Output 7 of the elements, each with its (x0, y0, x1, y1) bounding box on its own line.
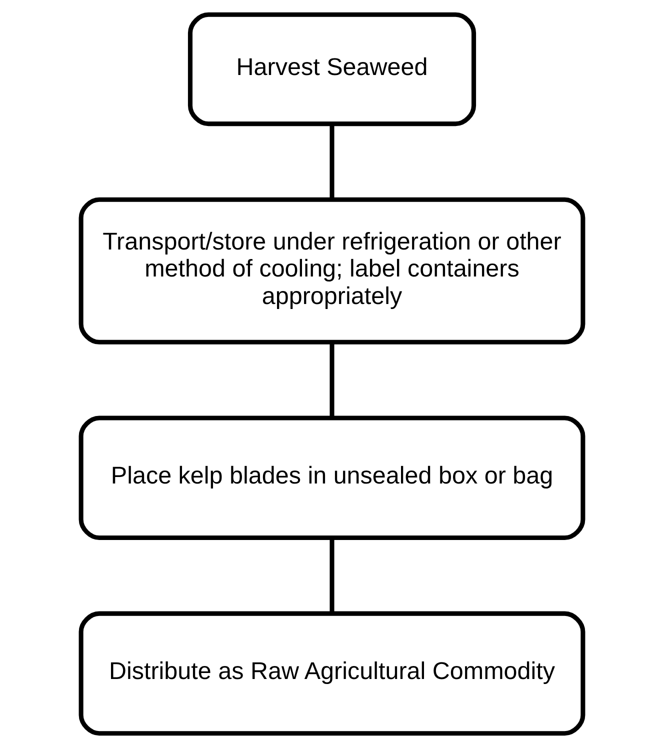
connector (329, 124, 334, 200)
node-box: Place kelp blades in unsealed box or bag (78, 416, 585, 540)
connector (329, 538, 334, 614)
node-box: Harvest Seaweed (187, 12, 476, 126)
connector (329, 342, 334, 418)
node-box: Distribute as Raw Agricultural Commodity (78, 611, 585, 736)
node-box: Transport/store under refrigeration or other method of cooling; label containers appropriately (78, 197, 585, 344)
